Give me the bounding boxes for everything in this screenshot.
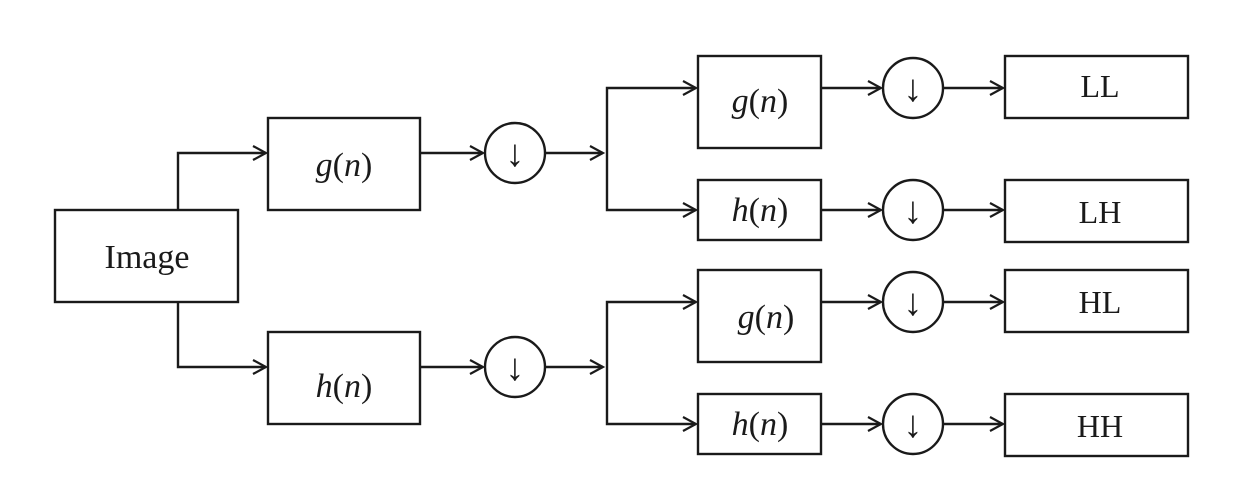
output-lh-box xyxy=(1003,178,1190,244)
level1-high-downsample-symbol: ↓ xyxy=(506,347,525,389)
arrow-input-to-high xyxy=(176,302,266,367)
level2-ll-filter-label: g(n) xyxy=(732,83,789,120)
level1-high-filter-label: h(n) xyxy=(316,368,373,405)
arrow-input-to-low xyxy=(176,153,266,210)
output-hl-box xyxy=(1003,268,1190,334)
level2-ll-downsample-symbol: ↓ xyxy=(904,68,923,110)
output-ll-box xyxy=(1003,54,1190,120)
level2-lh-filter-label: h(n) xyxy=(732,192,789,229)
level2-hl-filter-label: g(n) xyxy=(738,299,795,336)
level2-hh-filter-label: h(n) xyxy=(732,406,789,443)
input-box xyxy=(53,208,240,304)
output-lh-label: LH xyxy=(1079,194,1122,230)
arrow-split-to-hh-filter xyxy=(605,367,696,424)
output-hl-label: HL xyxy=(1079,284,1122,320)
output-hh-label: HH xyxy=(1077,408,1123,444)
output-hh-box xyxy=(1003,392,1190,458)
input-label: Image xyxy=(105,239,190,276)
arrow-split-to-lh-filter xyxy=(605,153,696,210)
level2-low-low-filter-box xyxy=(696,54,823,150)
level2-hh-downsample-symbol: ↓ xyxy=(904,404,923,446)
arrow-split-to-ll-filter xyxy=(605,88,696,153)
level1-low-filter-box xyxy=(266,116,422,212)
level1-low-filter-label: g(n) xyxy=(316,147,373,184)
output-ll-label: LL xyxy=(1080,68,1119,104)
level2-lh-downsample-symbol: ↓ xyxy=(904,190,923,232)
level2-hl-downsample-symbol: ↓ xyxy=(904,282,923,324)
level2-high-low-filter-box xyxy=(696,268,823,364)
arrow-split-to-hl-filter xyxy=(605,302,696,367)
level1-high-filter-box xyxy=(266,330,422,426)
level1-low-downsample-symbol: ↓ xyxy=(506,133,525,175)
